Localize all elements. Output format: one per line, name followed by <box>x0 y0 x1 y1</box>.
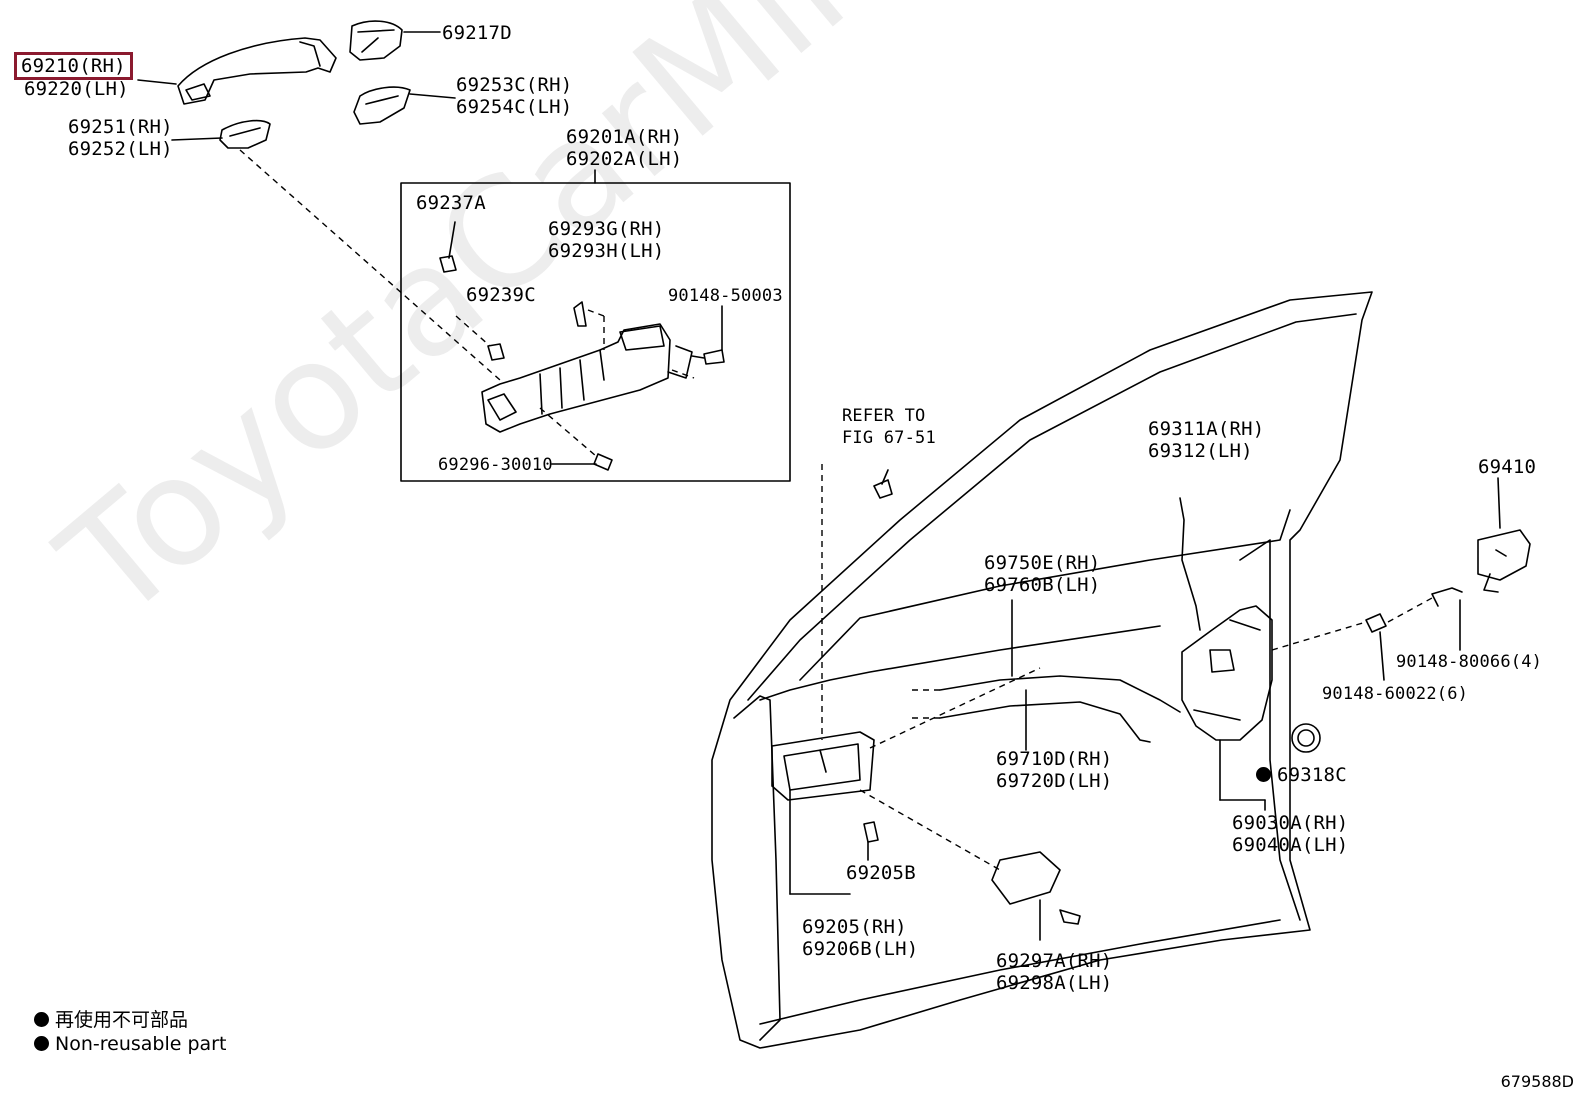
non-reusable-dot-icon <box>1256 767 1271 782</box>
cable-drawing <box>939 675 1181 713</box>
part-label-69720d[interactable]: 69720D(LH) <box>996 770 1113 792</box>
part-label-69253c[interactable]: 69253C(RH) <box>456 74 573 96</box>
part-label-69710d[interactable]: 69710D(RH) <box>996 748 1113 770</box>
handle-pad-drawing <box>353 86 411 125</box>
grommet-drawing <box>1291 723 1321 753</box>
part-label-69206b[interactable]: 69206B(LH) <box>802 938 919 960</box>
part-label-69312[interactable]: 69312(LH) <box>1148 440 1253 462</box>
part-label-69201a[interactable]: 69201A(RH) <box>566 126 683 148</box>
part-label-69217d[interactable]: 69217D <box>442 22 512 44</box>
part-label-69760b[interactable]: 69760B(LH) <box>984 574 1101 596</box>
part-label-69040a[interactable]: 69040A(LH) <box>1232 834 1349 856</box>
door-lock-drawing <box>1181 605 1273 741</box>
part-label-69311a[interactable]: 69311A(RH) <box>1148 418 1265 440</box>
handle-frame-drawing <box>481 301 693 433</box>
part-label-69205b[interactable]: 69205B <box>846 862 916 884</box>
part-label-90148-80066[interactable]: 90148-80066(4) <box>1396 652 1543 672</box>
part-label-69297a[interactable]: 69297A(RH) <box>996 950 1113 972</box>
part-label-69239c[interactable]: 69239C <box>466 284 536 306</box>
part-label-69293g[interactable]: 69293G(RH) <box>548 218 665 240</box>
handle-pad-front-drawing <box>219 119 271 149</box>
part-label-69251[interactable]: 69251(RH) <box>68 116 173 138</box>
part-label-90148-60022[interactable]: 90148-60022(6) <box>1322 684 1469 704</box>
part-label-69298a[interactable]: 69298A(LH) <box>996 972 1113 994</box>
legend-dot-icon <box>34 1012 49 1027</box>
legend-en: Non-reusable part <box>34 1032 226 1056</box>
part-label-69252[interactable]: 69252(LH) <box>68 138 173 160</box>
handle-cap-drawing <box>349 20 403 61</box>
part-label-69237a[interactable]: 69237A <box>416 192 486 214</box>
inside-handle-drawing <box>771 731 875 801</box>
part-label-69293h[interactable]: 69293H(LH) <box>548 240 665 262</box>
part-label-69030a[interactable]: 69030A(RH) <box>1232 812 1349 834</box>
legend-dot-icon <box>34 1036 49 1051</box>
part-label-69220[interactable]: 69220(LH) <box>24 78 129 100</box>
part-label-69296-30010[interactable]: 69296-30010 <box>438 455 553 475</box>
part-label-69205[interactable]: 69205(RH) <box>802 916 907 938</box>
refer-label-line2[interactable]: FIG 67-51 <box>842 428 936 448</box>
part-label-69750e[interactable]: 69750E(RH) <box>984 552 1101 574</box>
part-label-69410[interactable]: 69410 <box>1478 456 1537 478</box>
part-label-69318c[interactable]: 69318C <box>1256 764 1347 786</box>
part-label-69254c[interactable]: 69254C(LH) <box>456 96 573 118</box>
part-label-69210-highlighted[interactable]: 69210(RH) <box>14 52 133 80</box>
door-drawing <box>711 291 1373 1049</box>
striker-drawing <box>1477 529 1531 593</box>
refer-label-line1: REFER TO <box>842 406 926 426</box>
outside-handle-drawing <box>177 37 337 105</box>
legend-jp: 再使用不可部品 <box>34 1008 188 1032</box>
figure-number: 679588D <box>1500 1072 1574 1091</box>
part-label-69202a[interactable]: 69202A(LH) <box>566 148 683 170</box>
part-label-90148-50003[interactable]: 90148-50003 <box>668 286 783 306</box>
